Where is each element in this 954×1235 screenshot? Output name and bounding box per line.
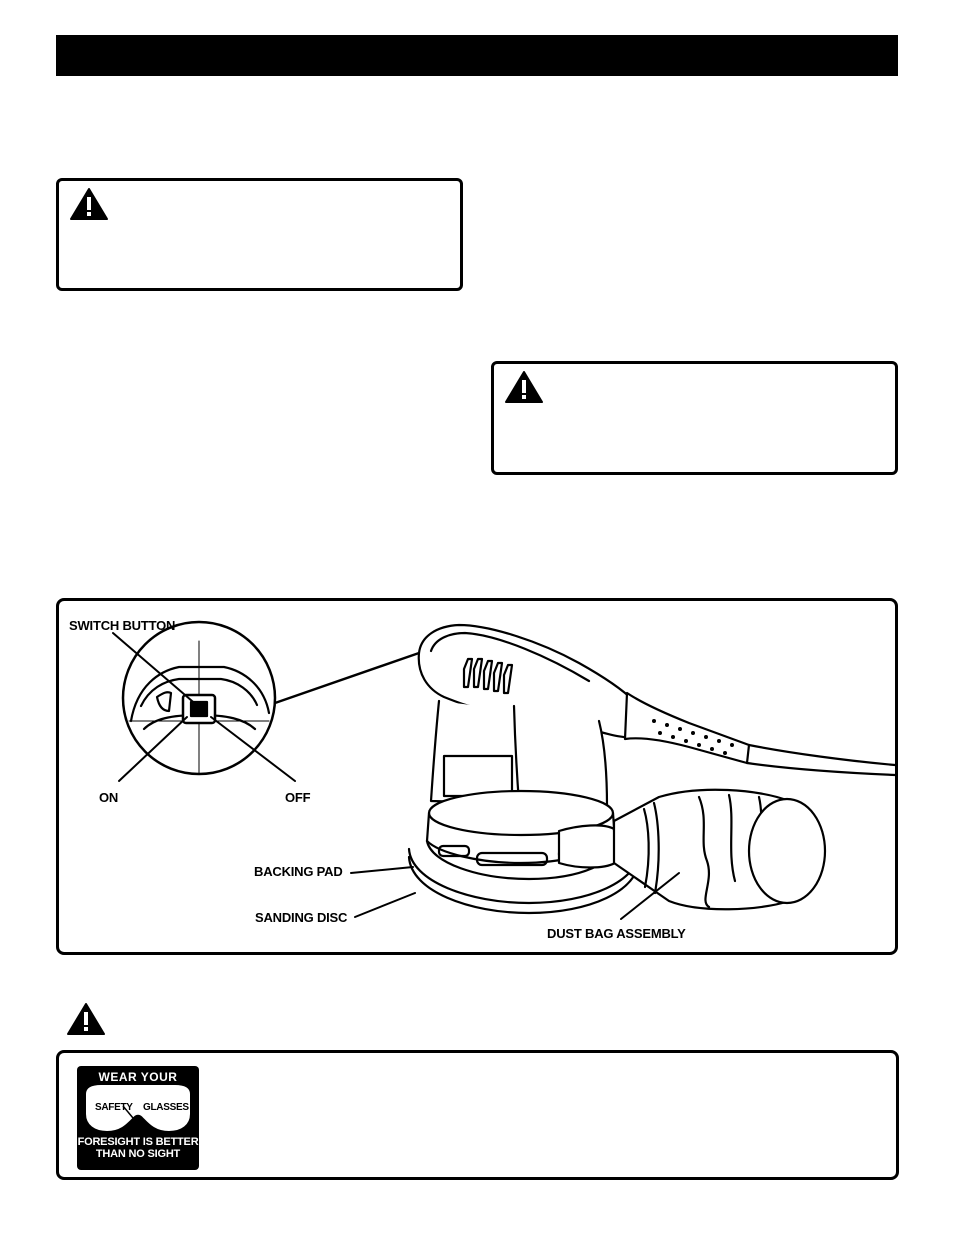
warning-box-1 [56,178,463,291]
callout-switch-button: SWITCH BUTTON [69,618,176,633]
badge-word-left: SAFETY [95,1102,133,1113]
warning-triangle-icon [70,188,108,220]
safety-glasses-badge: WEAR YOUR SAFETY GLASSES FORESIGHT IS BE… [77,1066,199,1170]
badge-top-text: WEAR YOUR [98,1070,178,1084]
callout-on: ON [99,790,119,805]
badge-bottom-text: FORESIGHT IS BETTER THAN NO SIGHT [77,1136,199,1160]
warning-triangle-icon [505,371,543,403]
header-bar [56,35,898,76]
warning-triangle-icon [67,1003,105,1035]
sander-illustration [112,620,895,920]
callout-off: OFF [285,790,311,805]
sander-figure: SWITCH BUTTON ON OFF BACKING PAD SANDING… [56,598,898,955]
safety-glasses-icon [86,1085,190,1132]
badge-word-right: GLASSES [143,1102,189,1113]
callout-sanding-disc: SANDING DISC [255,910,348,925]
badge-bottom-line-1: FORESIGHT IS BETTER [77,1136,199,1148]
safety-glasses-box: WEAR YOUR SAFETY GLASSES FORESIGHT IS BE… [56,1050,899,1180]
badge-bottom-line-2: THAN NO SIGHT [95,1148,181,1160]
callout-dust-bag-assembly: DUST BAG ASSEMBLY [547,926,686,941]
callout-backing-pad: BACKING PAD [254,864,343,879]
warning-box-2 [491,361,898,475]
